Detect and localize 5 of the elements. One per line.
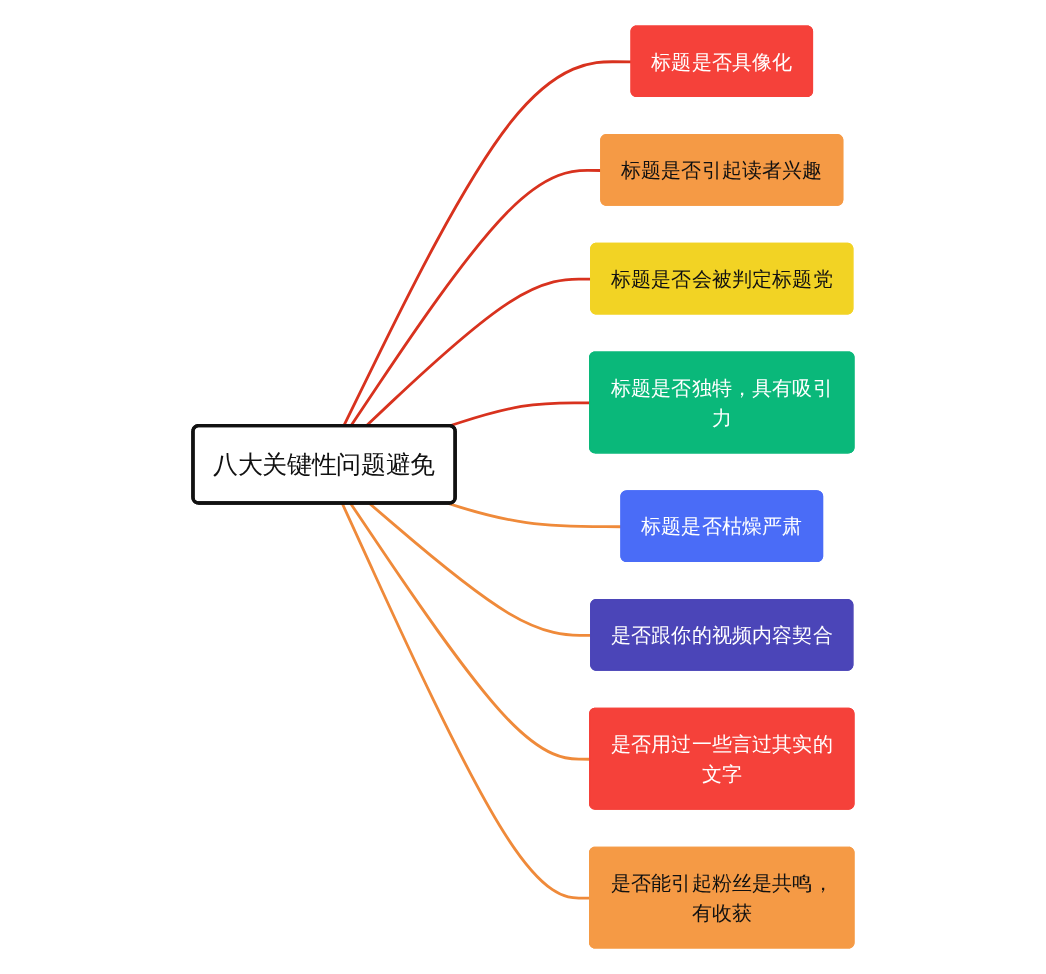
connector (340, 502, 590, 900)
connector (349, 169, 601, 427)
connector (364, 277, 591, 428)
connector (368, 502, 591, 637)
connector (349, 502, 590, 761)
